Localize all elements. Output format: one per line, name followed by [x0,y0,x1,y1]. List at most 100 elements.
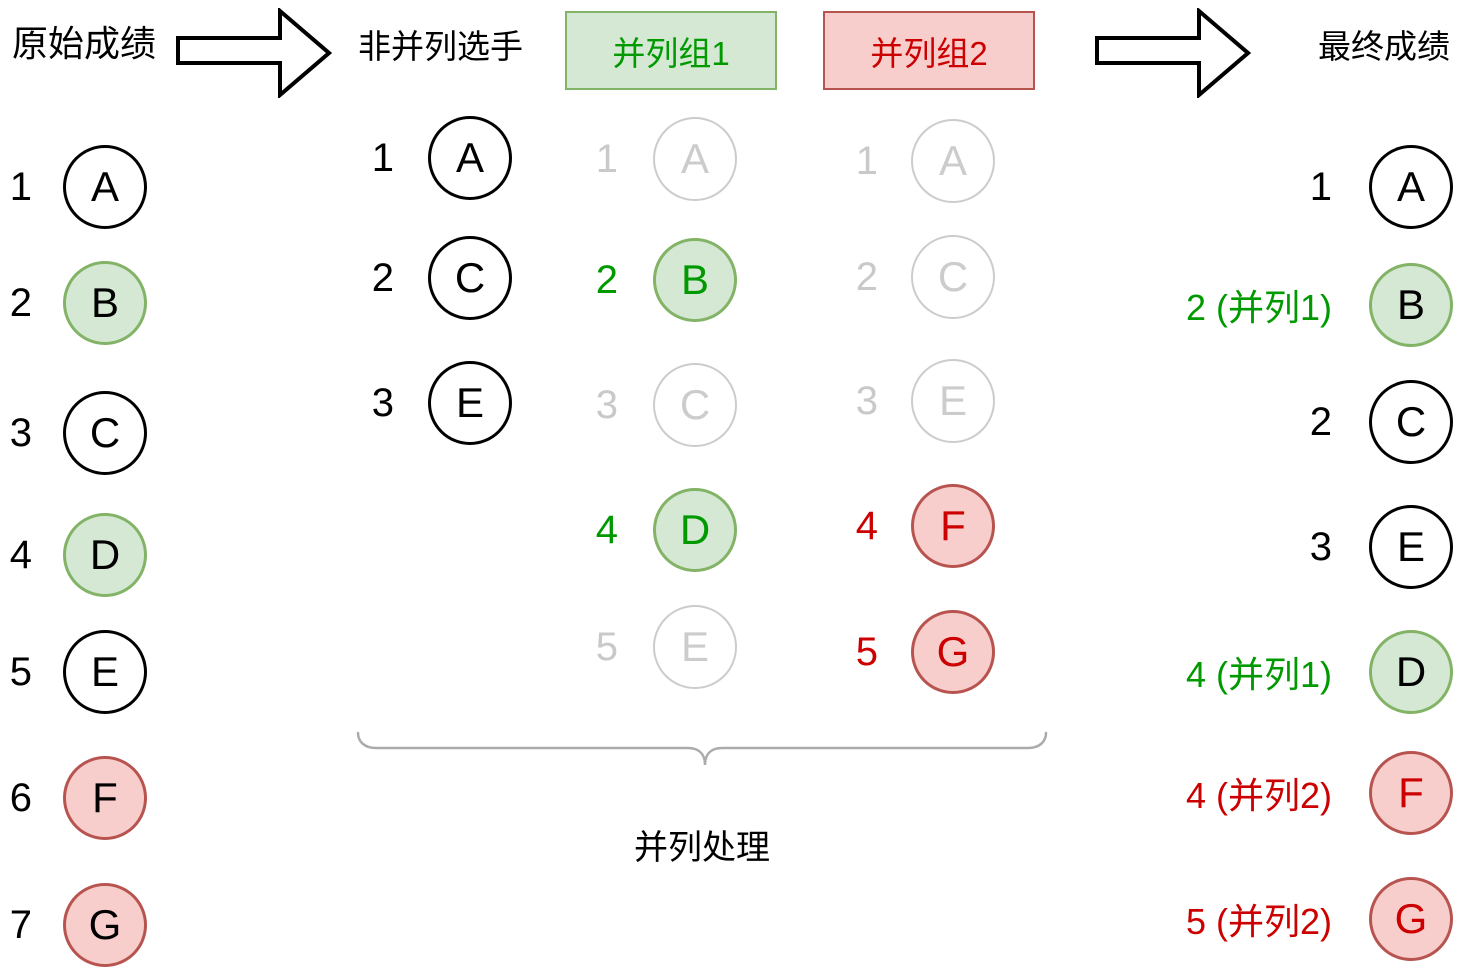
player-node-b: B [1369,263,1453,347]
player-letter: D [89,531,121,578]
player-letter: C [937,253,969,300]
player-letter: C [679,381,711,428]
player-node-a: A [653,117,737,201]
player-node-g: G [63,883,147,967]
player-node-a: A [911,119,995,203]
player-node-a: A [428,116,512,200]
tie-group2-header: 并列组2 [823,11,1035,90]
right-arrow-icon [1095,8,1251,98]
player-node-d: D [1369,630,1453,714]
rank-label: 5 (并列2) [1185,901,1332,942]
player-letter: A [680,135,709,182]
rank-label: 2 [595,257,618,302]
player-node-c: C [1369,380,1453,464]
player-letter: A [1396,163,1425,210]
rank-label: 5 [595,624,618,669]
rank-row-d: 4 (并列1) D [1135,630,1453,714]
rank-label: 3 [9,410,32,455]
player-node-g: G [1369,877,1453,961]
player-letter: D [679,506,711,553]
rank-row-b: 2 (并列1)B [1135,263,1453,347]
rank-label: 1 [855,138,878,183]
rank-label: 2 [855,254,878,299]
player-node-a: A [1369,145,1453,229]
player-letter: D [1395,648,1427,695]
player-letter: B [1396,281,1425,328]
rank-row-f: 4 (并列2) F [1135,751,1453,835]
player-letter: G [88,901,122,948]
rank-label: 1 [595,136,618,181]
rank-label: 3 [855,378,878,423]
rank-label: 6 [9,775,32,820]
player-node-e: E [1369,505,1453,589]
player-letter: B [680,256,709,303]
rank-label: 3 [371,380,394,425]
rank-label: 3 [1309,524,1332,569]
brace-label-tie-handling: 并列处理 [634,829,770,867]
rank-label: 4 [855,503,878,548]
player-letter: F [92,774,118,821]
player-node-b: B [63,261,147,345]
tie-group1-header: 并列组1 [565,11,777,90]
player-node-f: F [911,484,995,568]
player-node-b: B [653,238,737,322]
title-final-scores: 最终成绩 [1318,28,1450,65]
underbrace-icon [356,731,1048,766]
player-node-d: D [63,513,147,597]
player-letter: E [90,648,119,695]
rank-row-g: 5 (并列2) G [1135,877,1453,961]
rank-label: 4 (并列1) [1185,654,1332,695]
player-letter: E [1396,523,1425,570]
title-original-scores: 原始成绩 [12,23,157,64]
rank-label: 5 [855,629,878,674]
player-node-f: F [1369,751,1453,835]
rank-label: 2 [371,255,394,300]
rank-label: 4 (并列2) [1185,775,1332,816]
rank-label: 1 [9,164,32,209]
right-arrow-icon [176,8,332,98]
title-nontied-players: 非并列选手 [358,28,523,65]
player-letter: E [455,379,484,426]
player-node-d: D [653,488,737,572]
player-node-c: C [653,363,737,447]
player-letter: F [940,502,966,549]
player-letter: E [680,623,709,670]
player-node-e: E [911,359,995,443]
player-letter: G [936,628,970,675]
player-letter: E [938,377,967,424]
player-node-a: A [63,145,147,229]
player-node-f: F [63,756,147,840]
rank-label: 1 [1309,164,1332,209]
player-letter: C [1395,398,1427,445]
player-letter: G [1394,895,1428,942]
player-node-g: G [911,610,995,694]
player-node-c: C [428,236,512,320]
player-letter: C [89,409,121,456]
player-node-c: C [911,235,995,319]
rank-label: 5 [9,649,32,694]
player-letter: F [1398,769,1424,816]
player-node-e: E [63,630,147,714]
rank-label: 3 [595,382,618,427]
